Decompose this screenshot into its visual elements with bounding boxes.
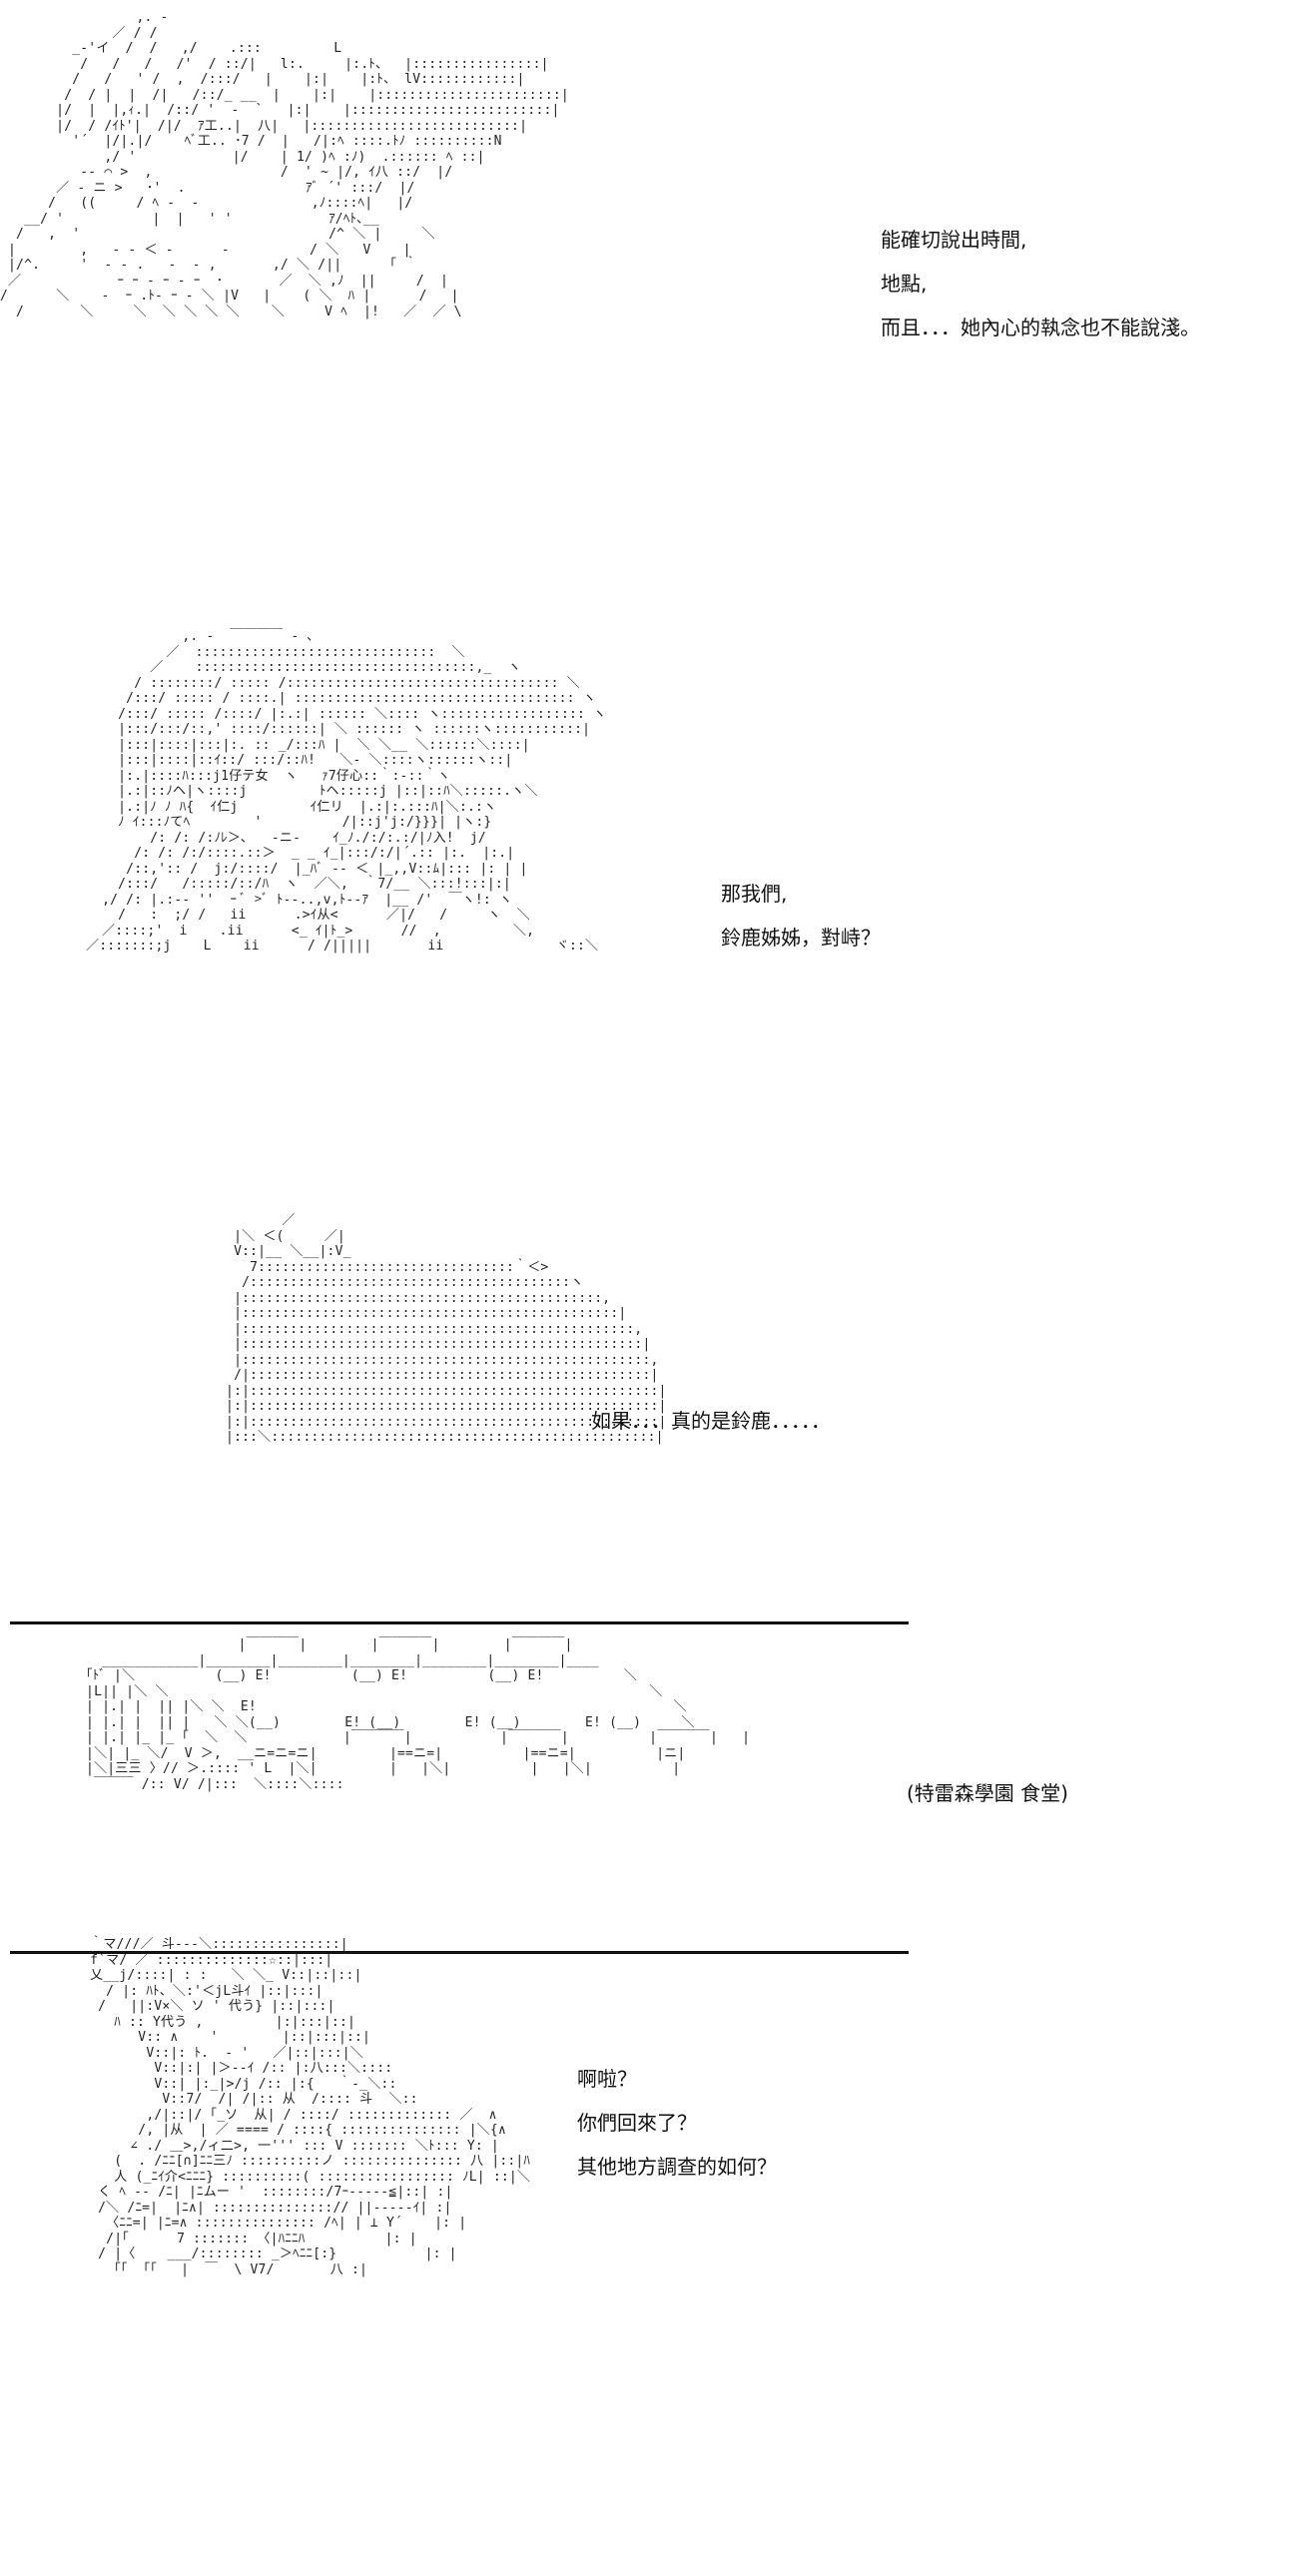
panel-4: |￣￣￣￣| |￣￣￣￣| |￣￣￣￣| ____________|______… [0,1637,1298,1937]
ascii-art-figure-back: ／ |＼ ＜( ／| V::|__ ＼__|:V_ 7:::::::::::::… [226,1213,667,1445]
panel-divider [10,1621,909,1624]
panel-3: ／ |＼ ＜( ／| V::|__ ＼__|:V_ 7:::::::::::::… [0,1213,1298,1593]
ascii-art-boy: ,. - ／ / / _-'イ / / ,/ .::: L / / / /' /… [0,10,569,320]
dialog-box-1: 能確切說出時間, 地點, 而且．．．她內心的執念也不能說淺。 [881,230,1200,361]
dialog-box-3: 如果．．．真的是鈴鹿．．．．． [591,1411,831,1455]
scene-caption: (特雷森學園 食堂) [907,1781,1068,1805]
dialog-line: 能確切說出時間, [881,228,1027,252]
dialog-line: 鈴鹿姊姊，對峙？ [721,926,881,950]
ascii-art-girl: ,. - ￣￣￣￣ ‐ ､ ／ ::::::::::::::::::::::::… [86,629,607,954]
dialog-line: 如果．．．真的是鈴鹿．．．．． [591,1409,831,1433]
dialog-line: 其他地方調查的如何？ [577,2155,777,2179]
panel-5: ｀マ///／ 斗‐‐‐＼::::::::::::::::| f`マ/ ／ :::… [0,1937,1298,2576]
panel-1: ,. - ／ / / _-'イ / / ,/ .::: L / / / /' /… [0,0,1298,579]
panel-divider [10,1951,909,1954]
dialog-line: 你們回來了？ [577,2111,697,2135]
ascii-art-cafeteria: |￣￣￣￣| |￣￣￣￣| |￣￣￣￣| ____________|______… [86,1637,751,1792]
ascii-art-woman: ｀マ///／ 斗‐‐‐＼::::::::::::::::| f`マ/ ／ :::… [90,1937,531,2277]
dialog-line: 啊啦？ [577,2067,637,2091]
dialog-box-2: 那我們, 鈴鹿姊姊，對峙？ [721,884,881,971]
dialog-line: 而且．．．她內心的執念也不能說淺。 [881,316,1200,339]
dialog-box-5: 啊啦？ 你們回來了？ 其他地方調查的如何？ [577,2069,777,2201]
dialog-line: 地點, [881,272,928,296]
dialog-line: 那我們, [721,882,788,906]
panel-2: ,. - ￣￣￣￣ ‐ ､ ／ ::::::::::::::::::::::::… [0,629,1298,1188]
